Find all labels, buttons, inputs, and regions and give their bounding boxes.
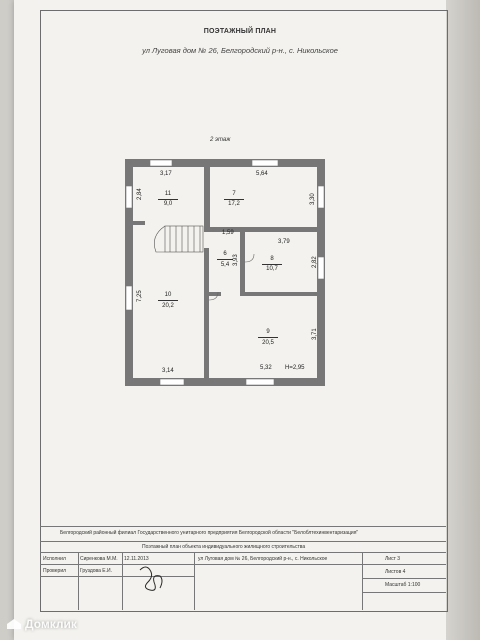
executor-role: Исполнил [43,556,66,562]
outer-wall-left [125,159,133,386]
document-address: ул Луговая дом № 26, Белгородский р-н., … [142,46,338,55]
house-icon [7,619,21,629]
dim-room11-width: 3,17 [160,171,172,177]
room-9-area: 20,5 [262,340,274,346]
watermark-text: Домклик [25,617,77,631]
document-title: ПОЭТАЖНЫЙ ПЛАН [203,28,277,35]
ceiling-height: H=2,95 [285,365,305,371]
background-edge [446,0,480,640]
outer-wall-top [125,159,325,167]
document-sheet [14,0,446,640]
room-7-area: 17,2 [228,201,240,207]
room-6-area: 5,4 [220,262,230,268]
drawing-frame [40,10,448,612]
room-11-number: 11 [164,191,172,197]
room-8-number: 8 [270,256,274,262]
stamp-date: 12.11.2013 [124,556,149,562]
stamp-address: ул Луговая дом № 26, Белгородский р-н., … [198,556,328,562]
door-swings [208,253,255,301]
dim-room6-width: 1,59 [222,230,234,236]
staircase [154,225,204,253]
checker-role: Проверил [43,568,67,574]
dim-room10-width: 3,14 [162,368,174,374]
executor-name: Сиренкова М.М. [80,556,118,562]
stamp-organization: Белгородский районный филиал Государстве… [60,530,359,536]
interior-walls [133,167,317,378]
room-8-area: 10,7 [266,266,278,272]
dim-room8-width: 3,79 [278,239,290,245]
dim-room8-height: 2,82 [312,256,318,268]
handwritten-signature [139,566,163,591]
room-7-number: 7 [232,191,236,197]
windows [125,159,325,386]
drawing-scale: Масштаб 1:100 [385,582,421,588]
room-9-number: 9 [266,329,270,335]
sheet-number: Лист 3 [385,556,401,562]
dim-room9-width: 5,32 [260,365,272,371]
dim-room9-height: 3,71 [312,328,318,340]
room-11-area: 9,0 [163,201,173,207]
domclick-watermark: Домклик [6,617,77,631]
room-10-number: 10 [164,292,172,298]
dim-room6-height: 3,93 [233,254,239,266]
title-block: Белгородский районный филиал Государстве… [40,526,446,610]
dim-room10-height: 7,25 [137,290,143,302]
dim-room7-height: 3,30 [310,193,316,205]
outer-wall-bottom [125,378,325,386]
dim-room7-width: 5,64 [256,171,268,177]
sheet-count: Листов 4 [385,569,406,575]
dim-room11-height: 2,84 [137,188,143,200]
room-6-number: 6 [223,251,227,257]
checker-name: Груздова Е.И. [80,568,113,574]
room-10-area: 20,2 [162,303,174,309]
stamp-subtitle: Поэтажный план объекта индивидуального ж… [142,544,306,550]
floor-label: 2 этаж [210,137,231,143]
